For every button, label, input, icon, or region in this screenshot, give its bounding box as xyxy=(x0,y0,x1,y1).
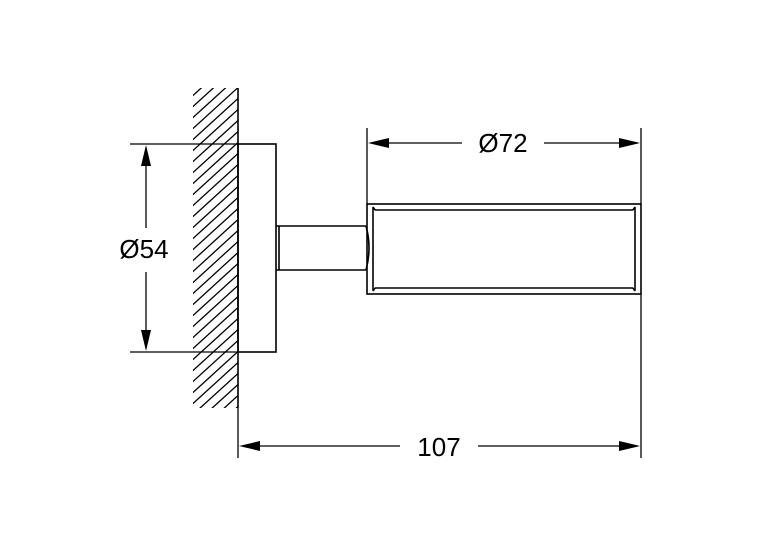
holder-cylinder xyxy=(366,203,642,295)
connecting-stem xyxy=(276,225,370,271)
base-plate xyxy=(237,143,277,353)
holder-diameter-label: Ø72 xyxy=(478,128,527,158)
wall-hatching xyxy=(193,88,238,408)
total-depth-dimension xyxy=(237,294,642,458)
base-diameter-dimension xyxy=(130,143,238,353)
holder-diameter-dimension xyxy=(366,128,642,204)
base-diameter-label: Ø54 xyxy=(119,234,168,264)
total-depth-label: 107 xyxy=(417,432,460,462)
